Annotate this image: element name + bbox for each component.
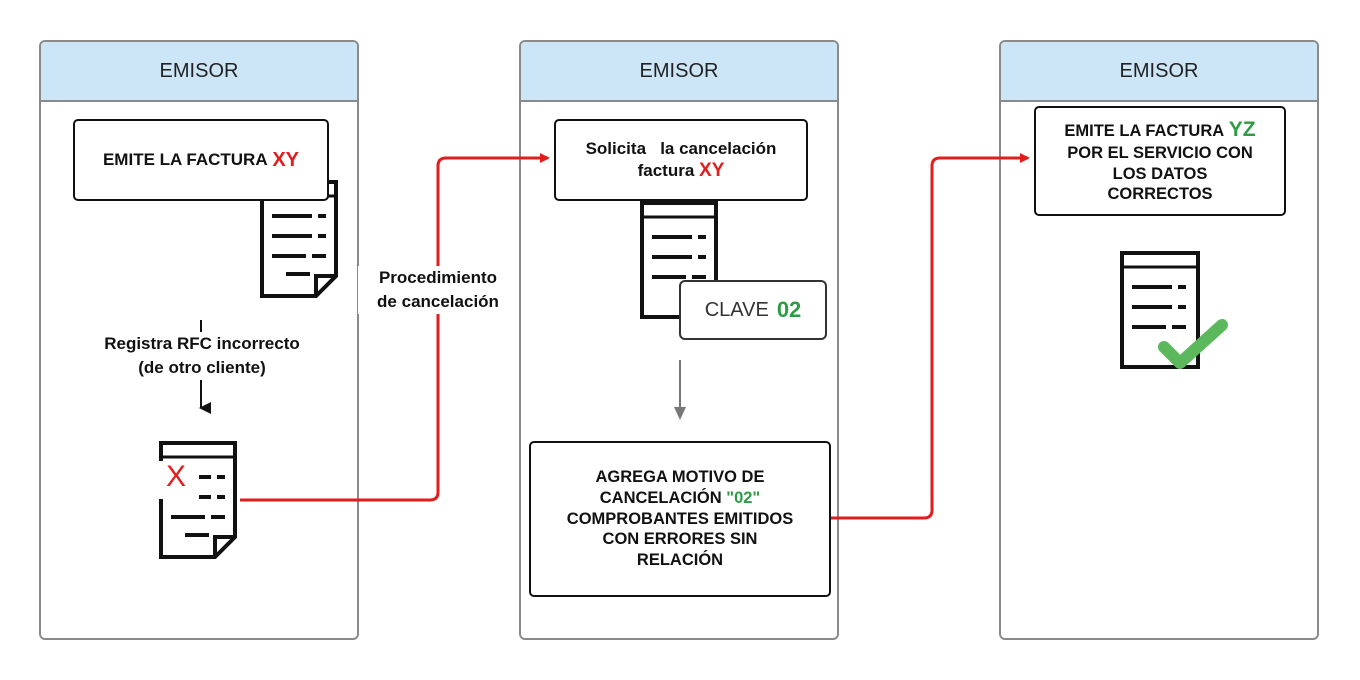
step-text-line3: LOS DATOS [1112, 164, 1208, 183]
invoice-id-xy: XY [699, 159, 725, 181]
lane-header: EMISOR [521, 42, 837, 102]
step-add-cancellation-reason: AGREGA MOTIVO DE CANCELACIÓN "02" COMPRO… [529, 441, 831, 597]
step-text-line1: EMITE LA FACTURA [1064, 121, 1225, 140]
arrow-down-icon [674, 407, 686, 420]
lane-header: EMISOR [1001, 42, 1317, 102]
step-text-line2: CANCELACIÓN [599, 489, 722, 508]
error-x-mark: X [166, 460, 187, 493]
step-text-line5: RELACIÓN [636, 550, 724, 569]
step-text-line4: CORRECTOS [1107, 185, 1213, 204]
connector-cancel-procedure [240, 153, 550, 502]
step-text-line2: factura [637, 160, 695, 180]
step-emit-invoice-yz: EMITE LA FACTURA YZ POR EL SERVICIO CON … [1034, 106, 1286, 216]
label-procedimiento-cancelacion: Procedimiento de cancelación [358, 266, 518, 314]
step-text-line3: COMPROBANTES EMITIDOS [566, 509, 794, 528]
document-check-icon [1120, 251, 1228, 369]
document-icon [260, 180, 338, 298]
step-text-line1: AGREGA MOTIVO DE [595, 468, 765, 487]
connector-reissue [830, 153, 1030, 520]
clave-badge: CLAVE 02 [679, 280, 827, 340]
invoice-id-yz: YZ [1228, 117, 1256, 141]
reason-code: "02" [726, 489, 761, 508]
step-text-line2: POR EL SERVICIO CON [1067, 144, 1253, 163]
step-request-cancellation: Solicita la cancelación factura XY [554, 119, 808, 201]
step-text-line4: CON ERRORES SIN [602, 530, 758, 549]
step-text-line1: Solicita la cancelación [585, 138, 777, 158]
clave-label: CLAVE [704, 298, 769, 321]
lane-header: EMISOR [41, 42, 357, 102]
invoice-id-xy: XY [272, 148, 300, 171]
document-error-icon [159, 441, 237, 559]
label-rfc-incorrecto: Registra RFC incorrecto (de otro cliente… [62, 332, 342, 380]
clave-code: 02 [776, 297, 802, 322]
step-text: EMITE LA FACTURA [102, 150, 268, 170]
step-emit-invoice-xy: EMITE LA FACTURA XY [73, 119, 329, 201]
